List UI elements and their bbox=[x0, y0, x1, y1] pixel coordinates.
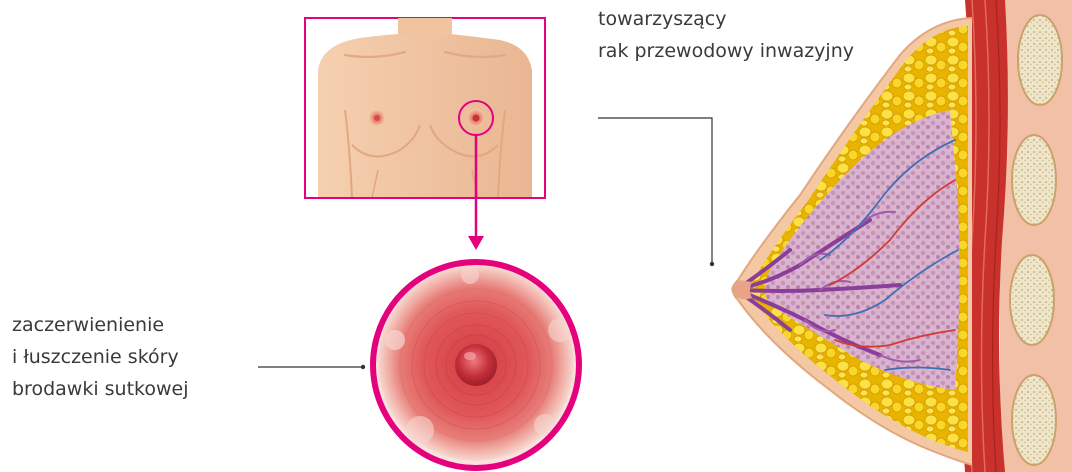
breast-cross-section-icon bbox=[731, 0, 1072, 472]
annotation-line: rak przewodowy inwazyjny bbox=[598, 35, 854, 67]
torso-icon bbox=[318, 18, 532, 197]
torso-panel bbox=[305, 18, 545, 198]
leader-line-nipple bbox=[258, 365, 365, 369]
annotation-line: i łuszczenie skóry bbox=[12, 341, 189, 373]
leader-line-cross-section bbox=[598, 118, 714, 266]
annotation-line: towarzyszący bbox=[598, 3, 854, 35]
nipple-closeup-icon bbox=[373, 262, 579, 468]
cross-section-annotation: towarzyszący rak przewodowy inwazyjny bbox=[598, 3, 854, 67]
annotation-line: zaczerwienienie bbox=[12, 309, 189, 341]
annotation-line: brodawki sutkowej bbox=[12, 373, 189, 405]
nipple-annotation: zaczerwienienie i łuszczenie skóry broda… bbox=[12, 309, 189, 405]
